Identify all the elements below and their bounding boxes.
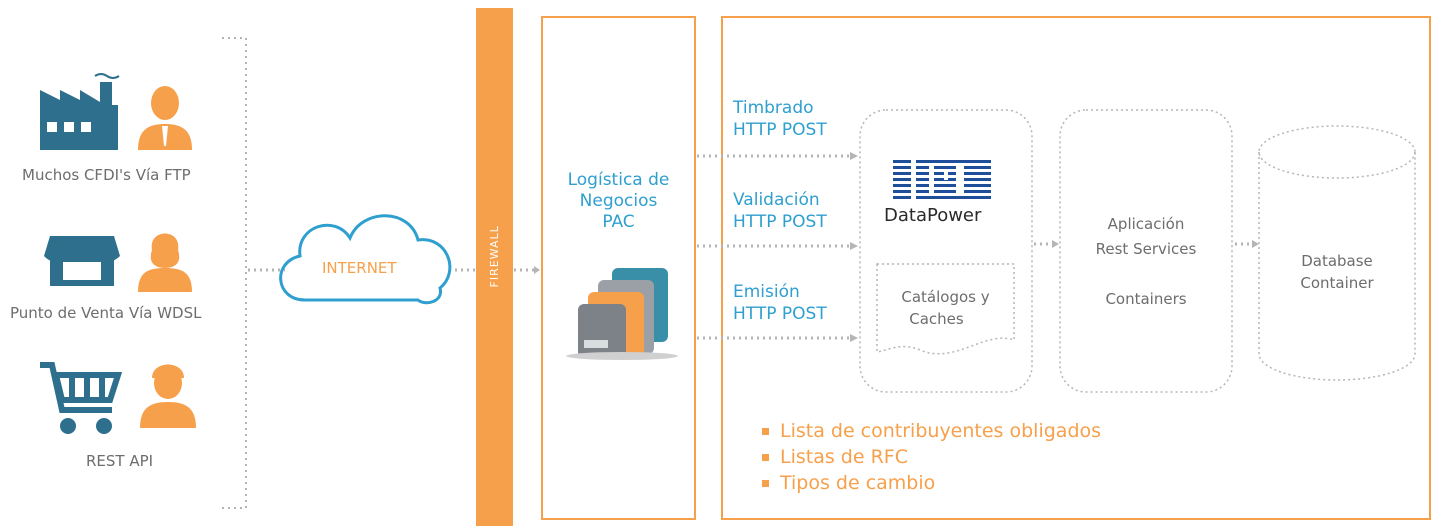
notes-item: Lista de contribuyentes obligados: [762, 418, 1101, 444]
app-label-line2: Rest Services: [1095, 240, 1197, 258]
notes-item: Listas de RFC: [762, 444, 1101, 470]
app-to-db-arrow: [1252, 240, 1259, 248]
database-label: Database Container: [1259, 250, 1415, 294]
client-label-rest: REST API: [86, 452, 154, 470]
app-label-line1: Aplicación: [1107, 215, 1185, 233]
internet-label: INTERNET: [322, 259, 397, 277]
shopping-cart-icon: [40, 362, 123, 434]
notes-item: Tipos de cambio: [762, 470, 1101, 496]
notes-item-text: Lista de contribuyentes obligados: [780, 420, 1102, 442]
flow-emision-line2: HTTP POST: [733, 304, 827, 324]
pac-box: [541, 16, 696, 520]
firewall-bar: [476, 8, 513, 526]
database-label-line1: Database: [1301, 252, 1373, 270]
businessman-icon: [138, 86, 192, 150]
bullet-icon: [762, 479, 769, 487]
backend-box: [721, 16, 1431, 520]
businesswoman-icon: [138, 233, 192, 292]
bullet-icon: [762, 427, 769, 435]
datapower-box: [859, 109, 1033, 393]
catalog-label-line1: Catálogos y: [901, 288, 990, 306]
flow-label-timbrado: Timbrado HTTP POST: [733, 97, 827, 141]
flow-validacion-line2: HTTP POST: [733, 212, 827, 232]
storefront-icon: [44, 236, 120, 286]
flow-timbrado-arrow: [850, 152, 858, 160]
flow-validacion-arrow: [850, 242, 858, 250]
notes-item-text: Tipos de cambio: [780, 472, 936, 494]
pac-title-line3: PAC: [602, 212, 635, 232]
pac-title-line1: Logística de: [567, 170, 670, 190]
flow-timbrado-line2: HTTP POST: [733, 120, 827, 140]
flow-label-validacion: Validación HTTP POST: [733, 189, 827, 233]
notes-item-text: Listas de RFC: [780, 446, 908, 468]
catalog-document-shape: [876, 263, 1015, 355]
client-label-ftp: Muchos CFDI's Vía FTP: [22, 166, 191, 184]
factory-icon: [40, 73, 120, 150]
bullet-icon: [762, 453, 769, 461]
datapower-to-app-arrow: [1052, 240, 1059, 248]
pac-title: Logística de Negocios PAC: [542, 170, 695, 233]
delivery-person-icon: [140, 364, 196, 428]
client-label-wdsl: Punto de Venta Vía WDSL: [10, 304, 202, 322]
flow-validacion-line1: Validación: [733, 190, 820, 210]
documents-stack-icon: [566, 268, 678, 360]
ibm-logo-icon: [893, 160, 991, 199]
flow-timbrado-line1: Timbrado: [733, 98, 814, 118]
notes-list: Lista de contribuyentes obligados Listas…: [762, 418, 1101, 496]
app-box: [1059, 109, 1233, 393]
app-label-line3: Containers: [1105, 290, 1187, 308]
firewall-label: FIREWALL: [488, 225, 501, 288]
flow-emision-arrow: [850, 334, 858, 342]
catalog-label-line2: Caches: [909, 310, 964, 328]
app-label: Aplicación Rest Services Containers: [1060, 212, 1232, 312]
database-cylinder-icon: [1258, 125, 1416, 381]
pac-title-line2: Negocios: [579, 191, 658, 211]
database-label-line2: Container: [1300, 274, 1374, 292]
datapower-label: DataPower: [884, 205, 982, 226]
clients-bracket: [222, 37, 247, 509]
flow-label-emision: Emisión HTTP POST: [733, 281, 827, 325]
flow-emision-line1: Emisión: [733, 282, 800, 302]
internet-cloud-icon: [279, 214, 452, 305]
catalog-label: Catálogos y Caches: [877, 286, 1014, 330]
firewall-to-pac-arrow: [534, 266, 540, 274]
